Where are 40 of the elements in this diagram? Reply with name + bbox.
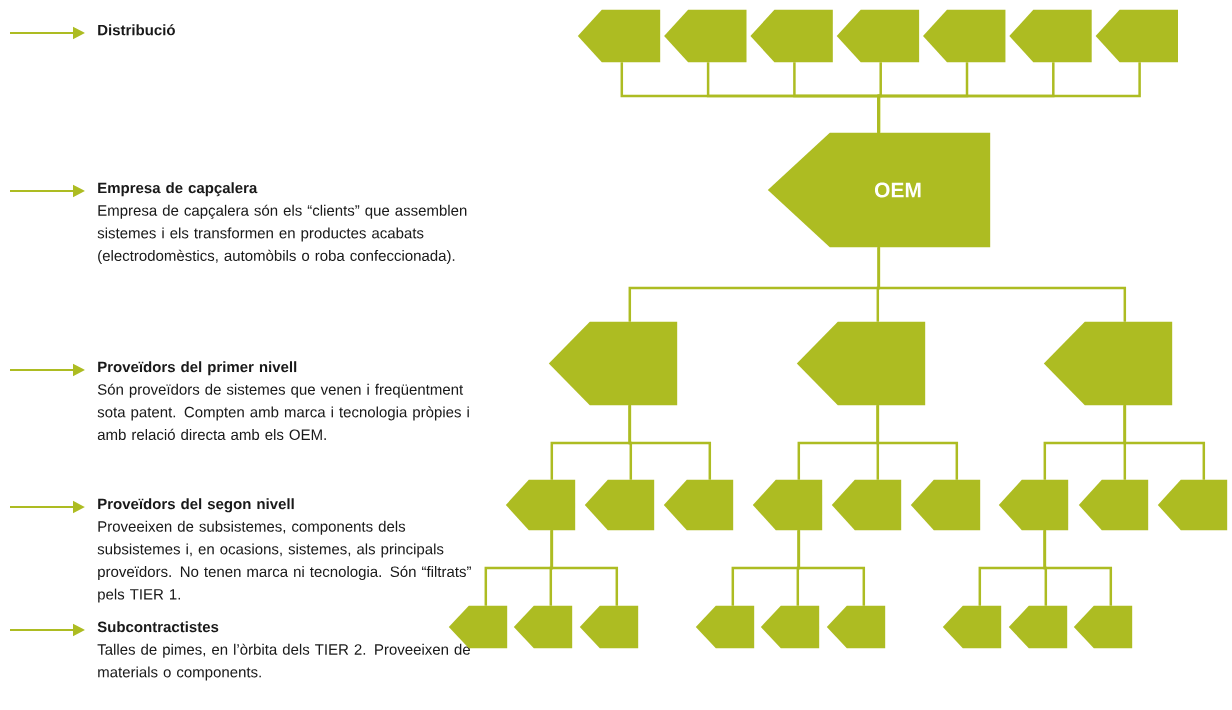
connector-line bbox=[877, 247, 1127, 322]
pentagon-shape bbox=[1008, 605, 1068, 649]
pentagon-shape bbox=[695, 605, 755, 649]
pentagon-shape bbox=[584, 479, 655, 531]
description-text: Subcontractistes Talles de pimes, en l’òrbita dels TIER 2. Proveeixen de materials o components. bbox=[97, 621, 470, 681]
connector-line bbox=[877, 62, 1141, 133]
pentagon-shape bbox=[831, 479, 902, 531]
connector-line bbox=[550, 530, 619, 606]
pentagon-shape bbox=[579, 605, 639, 649]
description-text: Proveïdors del primer nivell Són proveïdors de sistemes que venen i freqüentment sota patent. Compten amb marca i tecnologia pròpies i amb relació directa amb els OEM. bbox=[97, 361, 469, 440]
description-text: Distribució bbox=[98, 24, 175, 36]
pentagon-shape bbox=[663, 479, 734, 531]
pentagon-shape bbox=[1043, 321, 1173, 406]
pentagon-shape bbox=[923, 9, 1006, 63]
description-text: Empresa de capçalera Empresa de capçalera són els “clients” que assemblen sistemes i els transformen en productes acabats (electrodomèstics, automòbils o roba confeccionada). bbox=[97, 182, 467, 264]
pentagon-shape bbox=[750, 9, 833, 63]
connector-line bbox=[876, 405, 959, 480]
pentagon-shape bbox=[796, 321, 926, 406]
pentagon-shape bbox=[826, 605, 886, 649]
pentagon-shape bbox=[1157, 479, 1228, 531]
pentagon-shape bbox=[1078, 479, 1149, 531]
connector-line bbox=[1123, 405, 1206, 480]
pentagon-shape bbox=[942, 605, 1002, 649]
pentagon-shape bbox=[664, 9, 747, 63]
pentagon-shape bbox=[1095, 9, 1178, 63]
pentagon-shape bbox=[513, 605, 573, 649]
pentagon-shape bbox=[998, 479, 1069, 531]
pentagon-shape bbox=[548, 321, 678, 406]
description-text: Proveïdors del segon nivell Proveeixen de subsistemes, components dels subsistemes i, en ocasions, sistemes, als principals proveïdors. No tenen marca ni tecnologia. Són “filtrats” pels TIER 1. bbox=[97, 498, 471, 603]
connector-line bbox=[797, 530, 866, 606]
pentagon-shape bbox=[910, 479, 981, 531]
pentagon-shape bbox=[836, 9, 920, 63]
pentagon-shape bbox=[577, 9, 661, 63]
pentagon-shape bbox=[1073, 605, 1133, 649]
connector-line bbox=[628, 405, 712, 480]
pentagon-shape bbox=[752, 479, 823, 531]
connector-line bbox=[1043, 530, 1113, 606]
pentagon-shape bbox=[505, 479, 576, 531]
pentagon-shape bbox=[1009, 9, 1092, 63]
pentagon-shape bbox=[760, 605, 820, 649]
